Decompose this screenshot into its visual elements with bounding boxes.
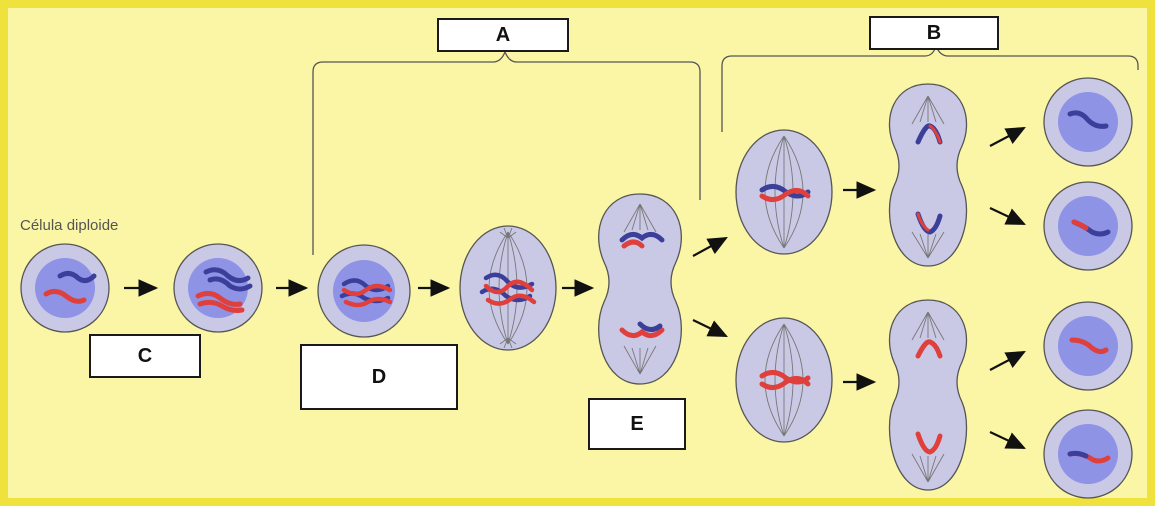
cell-telophase-one	[598, 193, 682, 385]
arrow-12	[989, 431, 1026, 449]
label-box-b[interactable]: B	[869, 16, 999, 50]
daughter-cell-4	[1043, 409, 1133, 499]
cell-synapsis	[317, 244, 411, 338]
cell-metaphase-one	[459, 225, 557, 351]
diploid-cell	[20, 243, 110, 333]
bracket-a	[312, 50, 701, 255]
cell-duplicated	[173, 243, 263, 333]
label-box-d[interactable]: D	[300, 344, 458, 410]
daughter-cell-3	[1043, 301, 1133, 391]
arrow-5	[692, 236, 728, 257]
arrow-9	[989, 126, 1026, 147]
arrow-10	[989, 207, 1026, 225]
label-box-a[interactable]: A	[437, 18, 569, 52]
diploid-cell-label: Célula diploide	[20, 217, 119, 234]
cell-metaphase-two-bottom	[735, 317, 833, 443]
daughter-cell-1	[1043, 77, 1133, 167]
label-box-e[interactable]: E	[588, 398, 686, 450]
cell-metaphase-two-top	[735, 129, 833, 255]
daughter-cell-2	[1043, 181, 1133, 271]
cell-telophase-two-top	[888, 83, 968, 267]
arrow-11	[989, 350, 1026, 371]
label-box-c[interactable]: C	[89, 334, 201, 378]
cell-telophase-two-bottom	[888, 299, 968, 491]
arrow-6	[692, 319, 728, 337]
